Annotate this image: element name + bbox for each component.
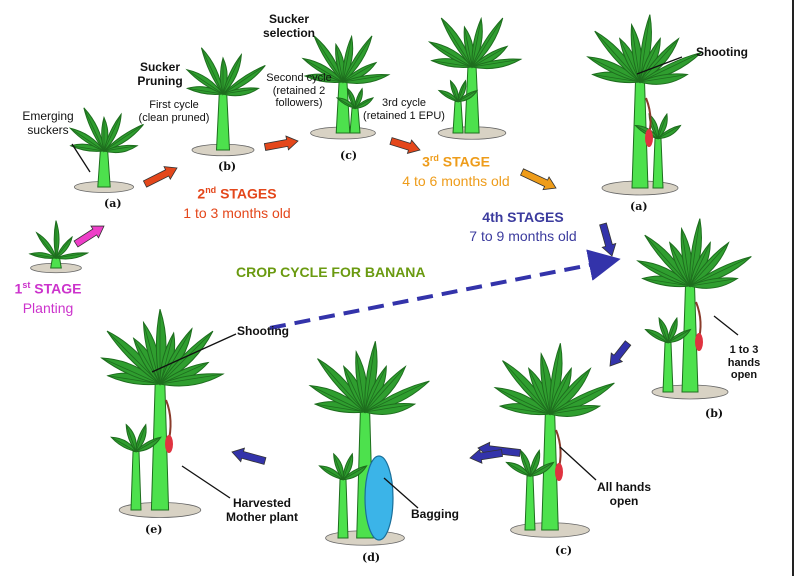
label-sucker-selection: Sucker selection xyxy=(262,12,316,41)
label-harvested: Harvested Mother plant xyxy=(226,496,298,525)
plant-harvested xyxy=(100,309,225,518)
first-cycle-line-2: (clean pruned) xyxy=(138,111,210,124)
stage-3-word: STAGE xyxy=(438,153,490,170)
letter-right-b: (b) xyxy=(705,407,724,420)
third-cycle-line-1: 3rd cycle xyxy=(381,97,427,109)
callout-bagging xyxy=(383,477,419,509)
label-shooting-bottom: Shooting xyxy=(237,324,289,338)
plant-all-hands xyxy=(493,343,615,538)
sucker-selection-line-1: Sucker xyxy=(268,12,310,26)
harvested-line-2: Mother plant xyxy=(226,509,298,524)
first-cycle-line-1: First cycle xyxy=(149,99,199,111)
stage-3-num: 3 xyxy=(422,153,430,170)
stage-1-num: 1 xyxy=(14,280,23,297)
third-cycle-line-2: (retained 1 EPU) xyxy=(363,109,445,122)
stage-2-word: STAGES xyxy=(216,185,277,202)
callout-emerging xyxy=(71,143,91,173)
emerging-line-2: suckers xyxy=(27,122,69,137)
letter-bot-c: (c) xyxy=(555,544,573,557)
stage-3-sup: rd xyxy=(429,153,439,163)
hands-line-1: 1 to 3 xyxy=(729,344,759,356)
emerging-line-1: Emerging xyxy=(22,109,74,123)
plant-hands xyxy=(636,218,752,400)
arrow-right-a-to-b xyxy=(609,340,632,367)
stage-2-sup: nd xyxy=(205,185,217,195)
sucker-pruning-line-2: Pruning xyxy=(137,73,183,88)
stage-4-subtitle: 7 to 9 months old xyxy=(469,228,577,244)
plant-third-cycle xyxy=(427,16,523,140)
hands-line-3: open xyxy=(730,369,758,382)
second-cycle-line-2: (retained 2 xyxy=(272,84,326,97)
arrow-c-to-d xyxy=(469,448,503,464)
plant-planting xyxy=(28,220,90,274)
plant-second-cycle xyxy=(301,34,391,140)
callout-hands xyxy=(713,315,739,336)
plant-emerging xyxy=(68,107,144,193)
callout-shooting-top xyxy=(636,56,683,75)
label-hands-open: 1 to 3 hands open xyxy=(728,344,760,382)
stage-2-num: 2 xyxy=(197,185,206,202)
letter-top-b: (b) xyxy=(218,160,237,173)
label-shooting-top: Shooting xyxy=(696,45,748,59)
callout-harvested xyxy=(181,465,231,499)
harvested-line-1: Harvested xyxy=(232,496,292,510)
second-cycle-line-3: followers) xyxy=(275,97,323,110)
stage-1-word: STAGE xyxy=(30,280,82,297)
stage-1-title: 1st STAGE xyxy=(15,280,82,297)
stage-1-sup: st xyxy=(22,280,31,290)
all-hands-line-2: open xyxy=(609,493,639,508)
arrow-emerging-to-pruning xyxy=(142,166,178,188)
arrow-d-to-e xyxy=(231,447,267,465)
sucker-selection-line-2: selection xyxy=(262,25,316,40)
letter-top-a: (a) xyxy=(104,197,122,210)
stage-2-title: 2nd STAGES xyxy=(197,185,276,202)
arrow-stage3-to-stage4 xyxy=(519,168,557,191)
arrow-stage4-down xyxy=(599,222,617,257)
letter-bot-d: (d) xyxy=(362,551,381,564)
plant-bagging xyxy=(308,341,430,546)
label-sucker-pruning: Sucker Pruning xyxy=(137,60,183,89)
sucker-pruning-line-1: Sucker xyxy=(139,60,181,74)
stage-1-subtitle: Planting xyxy=(22,300,74,316)
letter-right-a: (a) xyxy=(630,200,648,213)
label-second-cycle: Second cycle (retained 2 followers) xyxy=(266,72,331,110)
all-hands-line-1: All hands xyxy=(596,480,652,494)
stage-4-title: 4th STAGES xyxy=(482,209,564,225)
second-cycle-line-1: Second cycle xyxy=(266,72,332,84)
label-all-hands-open: All hands open xyxy=(596,480,652,509)
callout-all-hands xyxy=(559,446,597,481)
callout-shooting-bottom xyxy=(151,333,237,373)
label-first-cycle: First cycle (clean pruned) xyxy=(139,99,210,124)
label-emerging-suckers: Emerging suckers xyxy=(22,109,74,138)
stage-3-subtitle: 4 to 6 months old xyxy=(402,173,510,189)
arrow-planting-to-emerging xyxy=(73,225,105,248)
arrow-selection-to-third xyxy=(389,137,421,155)
letter-bot-e: (e) xyxy=(145,523,163,536)
stage-3-title: 3rd STAGE xyxy=(422,153,490,170)
hands-line-2: hands xyxy=(727,356,761,369)
label-third-cycle: 3rd cycle (retained 1 EPU) xyxy=(363,97,445,122)
stage-2-subtitle: 1 to 3 months old xyxy=(183,205,291,221)
plant-first-cycle xyxy=(185,47,266,157)
letter-top-c: (c) xyxy=(340,149,358,162)
label-bagging: Bagging xyxy=(411,507,459,521)
plant-shooting-top xyxy=(586,14,702,196)
cycle-dashed-arrow xyxy=(269,249,621,330)
diagram-title: CROP CYCLE FOR BANANA xyxy=(236,264,426,280)
right-border xyxy=(792,0,794,576)
arrow-pruning-to-selection xyxy=(263,135,299,151)
